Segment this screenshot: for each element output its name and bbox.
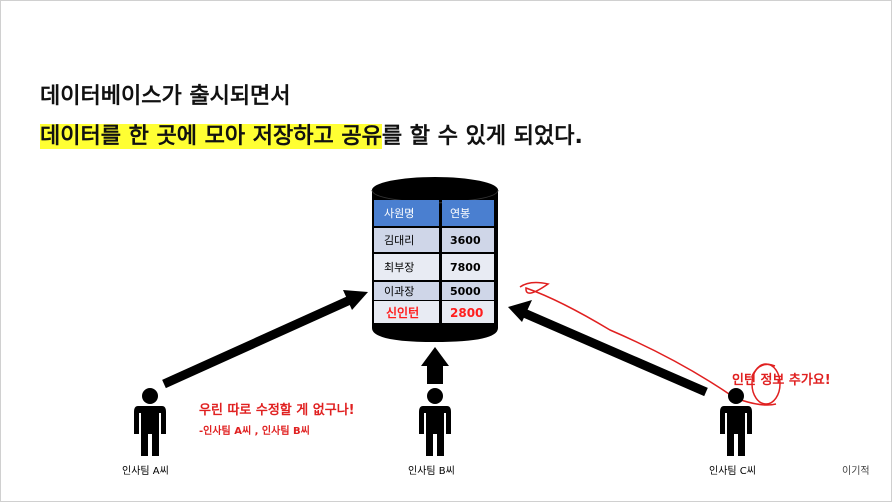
person-c-label: 인사팀 C씨	[709, 465, 756, 477]
arrow-b-icon	[421, 347, 449, 384]
table-row-new	[442, 301, 494, 323]
person-a-icon	[134, 388, 166, 456]
row1-name: 김대리	[384, 234, 414, 247]
ab-quote: 우린 따로 수정할 게 없구나!	[199, 402, 355, 418]
arrow-c-icon	[508, 300, 708, 397]
row4-name: 신인턴	[386, 305, 419, 320]
slide-title-line1: 데이터베이스가 출시되면서	[40, 84, 291, 109]
table-row	[374, 282, 439, 300]
table-header-cell-salary	[442, 200, 494, 226]
arrow-a-icon	[162, 290, 368, 389]
table-row	[442, 282, 494, 300]
person-b-icon	[419, 388, 451, 456]
title-rest: 를 할 수 있게 되었다.	[381, 124, 583, 149]
row3-name: 이과장	[384, 285, 414, 298]
ab-attribution: -인사팀 A씨 , 인사팀 B씨	[199, 424, 310, 437]
table-row-new	[374, 301, 439, 323]
table-row	[442, 228, 494, 252]
table-row	[374, 254, 439, 280]
row2-salary: 7800	[450, 261, 481, 274]
table-header-salary: 연봉	[450, 207, 470, 220]
watermark-logo: 이기적	[842, 466, 870, 477]
employee-table: 사원명 연봉 김대리 3600 최부장 7800 이과장 5000 신인턴 28…	[374, 200, 494, 323]
c-quote: 인턴 정보 추가요!	[732, 372, 831, 388]
table-row	[442, 254, 494, 280]
person-a-label: 인사팀 A씨	[122, 465, 169, 477]
row2-name: 최부장	[384, 261, 414, 274]
table-header-name: 사원명	[384, 207, 414, 220]
row4-salary: 2800	[450, 306, 483, 320]
table-header-cell-name	[374, 200, 439, 226]
row1-salary: 3600	[450, 234, 481, 247]
person-b-label: 인사팀 B씨	[408, 465, 455, 477]
title-highlight: 데이터를 한 곳에 모아 저장하고 공유	[40, 124, 382, 149]
row3-salary: 5000	[450, 285, 481, 298]
slide-title-line2: 데이터를 한 곳에 모아 저장하고 공유를 할 수 있게 되었다.	[40, 118, 583, 150]
person-c-icon	[720, 388, 752, 456]
table-row	[374, 228, 439, 252]
